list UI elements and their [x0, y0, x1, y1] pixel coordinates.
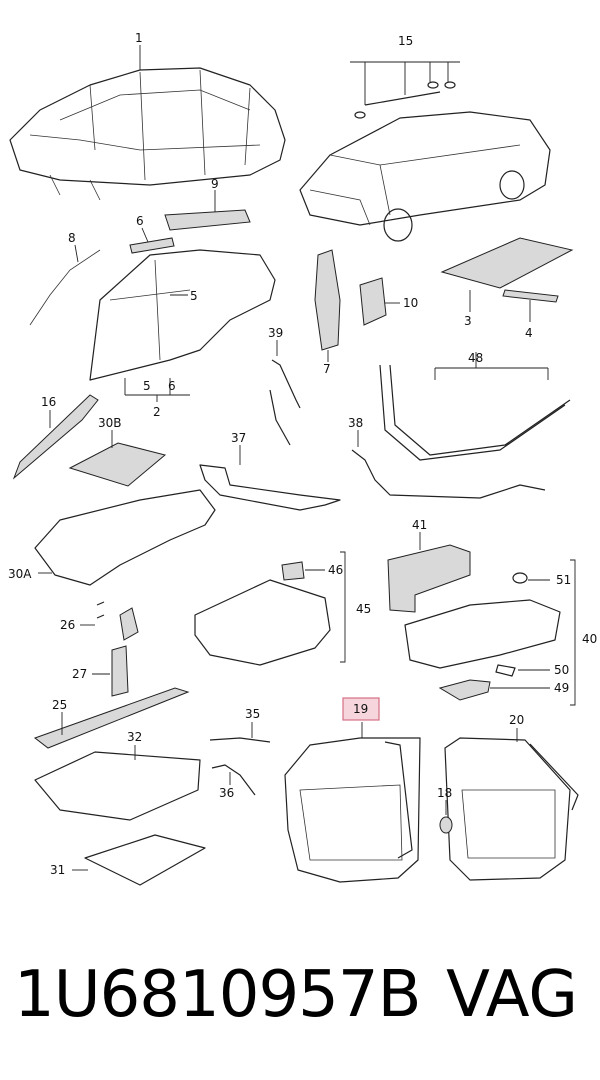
part-51-cap: [512, 572, 528, 584]
part-31-mat: [84, 834, 206, 886]
part-7-pillar: [314, 249, 341, 351]
part-48-hoses: [379, 364, 571, 461]
label-10: 10: [403, 296, 418, 310]
label-30b: 30B: [98, 416, 122, 430]
label-1: 1: [135, 31, 143, 45]
label-5-top: 5: [190, 289, 198, 303]
part-50-bulb: [495, 664, 516, 677]
leader-48: [434, 352, 549, 380]
part-16-handle: [12, 394, 99, 480]
part-number: 1U6810957B: [14, 958, 421, 1032]
label-38: 38: [348, 416, 363, 430]
leader-6: [141, 227, 149, 243]
label-8: 8: [68, 231, 76, 245]
label-46: 46: [328, 563, 343, 577]
label-19: 19: [353, 702, 368, 716]
label-35: 35: [245, 707, 260, 721]
part-39-hose: [269, 359, 301, 446]
part-49-plate: [438, 679, 491, 701]
part-37-muffler: [199, 464, 341, 511]
part-38-pipe: [351, 449, 546, 499]
label-32: 32: [127, 730, 142, 744]
leader-15: [350, 61, 460, 105]
label-31: 31: [50, 863, 65, 877]
part-26-clips: [96, 601, 105, 619]
part-30a-headliner: [34, 489, 216, 586]
part-20-rear-door: [444, 737, 579, 881]
brand-name: VAG: [446, 958, 578, 1032]
label-20: 20: [509, 713, 524, 727]
label-5-bottom: 5: [143, 379, 151, 393]
part-25-sill: [33, 687, 190, 749]
part-4-rail: [502, 289, 559, 303]
label-41: 41: [412, 518, 427, 532]
leader-8: [74, 244, 79, 263]
label-9: 9: [211, 177, 219, 191]
parts-exploded-diagram: 1 15 9 6 8 5 5 6 2 7 10: [8, 31, 597, 886]
label-19-box: [342, 697, 380, 721]
part-41-bracket: [387, 544, 471, 613]
leader-45: [340, 551, 346, 663]
part-19-front-door: [284, 737, 421, 883]
label-15: 15: [398, 34, 413, 48]
label-48: 48: [468, 351, 483, 365]
footer: 1U6810957B VAG: [0, 950, 600, 1060]
part-8-seal: [29, 249, 101, 326]
leader-40: [570, 559, 576, 706]
part-roof-rails: [354, 81, 456, 119]
part-car-overview: [299, 111, 551, 242]
label-36: 36: [219, 786, 234, 800]
part-body-shell: [9, 67, 286, 201]
part-36-hose: [211, 764, 256, 796]
label-50: 50: [554, 663, 569, 677]
part-26-trim: [119, 607, 139, 641]
label-3: 3: [464, 314, 472, 328]
part-10-bracket: [359, 277, 387, 326]
label-6-top: 6: [136, 214, 144, 228]
label-45: 45: [356, 602, 371, 616]
label-2: 2: [153, 405, 161, 419]
part-9-bracket: [164, 209, 251, 231]
label-26: 26: [60, 618, 75, 632]
label-37: 37: [231, 431, 246, 445]
part-18-grommet: [439, 816, 453, 834]
part-30b-pad: [68, 442, 167, 487]
part-40-console: [404, 599, 561, 669]
label-18: 18: [437, 786, 452, 800]
label-51: 51: [556, 573, 571, 587]
part-35-cable: [209, 737, 271, 743]
label-4: 4: [525, 326, 533, 340]
label-7: 7: [323, 362, 331, 376]
part-27-trim: [111, 645, 129, 697]
leader-2: [124, 378, 190, 402]
label-49: 49: [554, 681, 569, 695]
part-5-side-panel: [89, 249, 276, 381]
label-39: 39: [268, 326, 283, 340]
label-25: 25: [52, 698, 67, 712]
label-27: 27: [72, 667, 87, 681]
part-6-strip: [129, 237, 175, 254]
label-30a: 30A: [8, 567, 32, 581]
label-16: 16: [41, 395, 56, 409]
part-3-roof: [440, 237, 574, 289]
part-46-clip: [281, 561, 305, 581]
label-6-bottom: 6: [168, 379, 176, 393]
part-45-panel: [194, 579, 331, 666]
label-40: 40: [582, 632, 597, 646]
part-32-floor: [34, 751, 201, 821]
